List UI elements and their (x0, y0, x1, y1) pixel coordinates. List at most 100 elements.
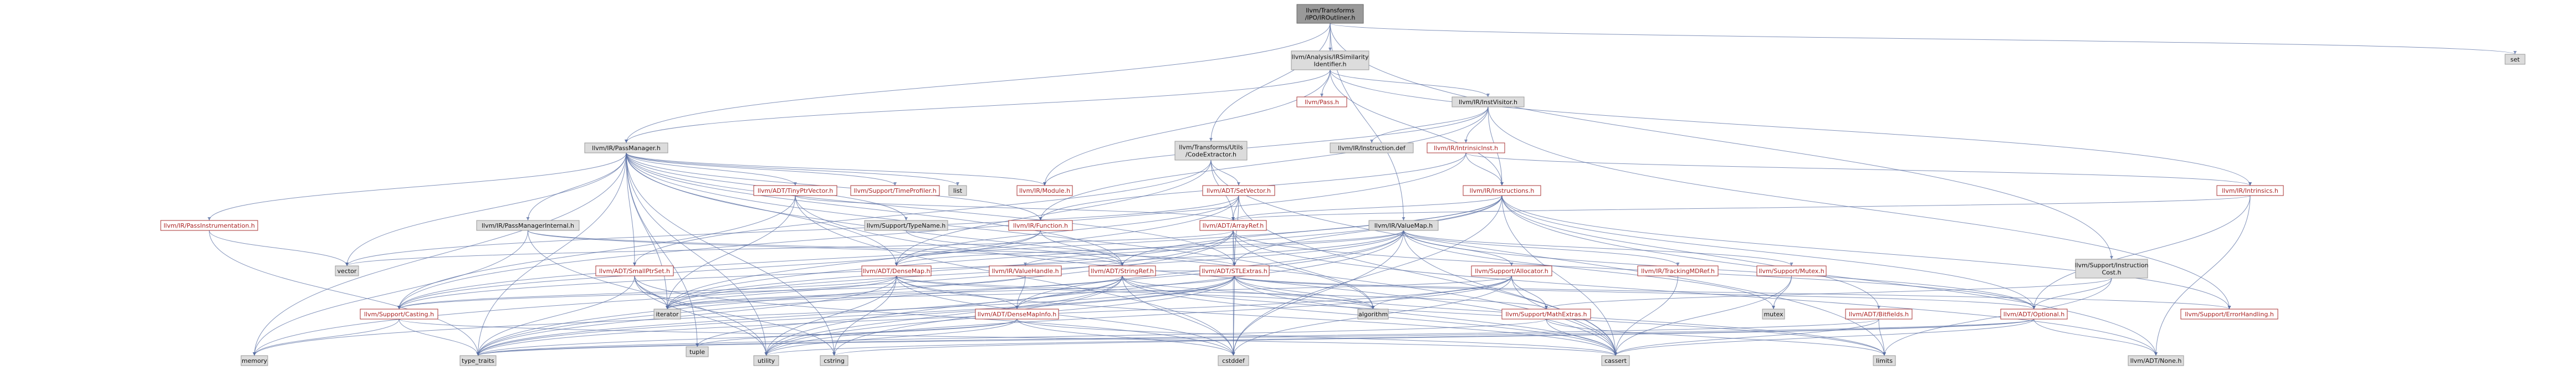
node-trackingmdref[interactable]: llvm/IR/TrackingMDRef.h (1637, 265, 1719, 276)
node-label: cstring (824, 357, 845, 364)
edge-instructions-to-arrayref (1233, 195, 1502, 221)
node-intrinsicinst[interactable]: llvm/IR/IntrinsicInst.h (1427, 142, 1505, 153)
node-label: llvm/Support/ErrorHandling.h (2185, 311, 2274, 318)
edge-mathextras-to-type_traits (478, 319, 1547, 356)
edge-passinstrumentation-to-vector (209, 230, 347, 266)
node-mathextras[interactable]: llvm/Support/MathExtras.h (1501, 309, 1591, 320)
edge-root-to-instructioncost (1330, 23, 2112, 260)
edge-stlextras-to-cstddef (1233, 275, 1235, 356)
edge-bitfields-to-cassert (1615, 319, 1879, 356)
node-box (1427, 142, 1505, 153)
node-errorhandling[interactable]: llvm/Support/ErrorHandling.h (2180, 309, 2278, 320)
node-intrinsics[interactable]: llvm/IR/Intrinsics.h (2216, 185, 2284, 196)
arrowhead-ir_sim-to-passmanager (625, 140, 628, 143)
node-smallptrset[interactable]: llvm/ADT/SmallPtrSet.h (595, 265, 674, 276)
arrowhead-optional-to-utility (764, 352, 768, 356)
node-box (1471, 265, 1552, 276)
edge-passmanager-to-iterator (626, 152, 668, 310)
edge-densemap-to-type_traits (478, 275, 897, 356)
node-densemap[interactable]: llvm/ADT/DenseMap.h (861, 265, 932, 276)
node-label: tuple (689, 348, 705, 356)
node-bitfields[interactable]: llvm/ADT/Bitfields.h (1845, 309, 1913, 320)
edge-densemapinfo-to-type_traits (478, 319, 1018, 356)
edge-stlextras-to-errorhandling (1234, 275, 2230, 310)
edge-mathextras-to-cassert (1546, 319, 1616, 356)
edge-typename-to-stringref (906, 230, 1123, 266)
node-type-traits: type_traits (459, 355, 497, 366)
edge-intrinsics-to-arrayref (1233, 195, 2251, 221)
edge-ir_sim-to-passmanager (626, 69, 1331, 143)
node-box (753, 185, 837, 196)
node-label: llvm/IR/Instructions.h (1470, 187, 1535, 194)
node-densemapinfo[interactable]: llvm/ADT/DenseMapInfo.h (975, 309, 1059, 320)
edge-stlextras-to-iterator (667, 275, 1235, 310)
edge-optional-to-utility (766, 319, 2035, 356)
arrowhead-allocator-to-iterator (666, 306, 669, 309)
arrowhead-codeextractor-to-setvector (1237, 182, 1240, 186)
node-box (864, 220, 948, 231)
node-allocator[interactable]: llvm/Support/Allocator.h (1471, 265, 1552, 276)
node-label: set (2511, 56, 2520, 63)
edge-valuemap-to-utility (766, 230, 1404, 356)
edge-passmanager-to-stlextras (626, 152, 1235, 266)
node-typename: llvm/Support/TypeName.h (864, 220, 948, 231)
node-instructions[interactable]: llvm/IR/Instructions.h (1463, 185, 1541, 196)
edge-layer (207, 23, 2517, 356)
node-box (1501, 309, 1591, 320)
edge-passinstrumentation-to-type_traits (209, 230, 478, 356)
node-label: llvm/ADT/StringRef.h (1091, 268, 1154, 275)
node-tinyptrvector[interactable]: llvm/ADT/TinyPtrVector.h (753, 185, 837, 196)
node-label: llvm/Support/MathExtras.h (1506, 311, 1587, 318)
edge-valuemap-to-mutex (1403, 230, 1774, 310)
edge-arrayref-to-vector (346, 230, 1234, 266)
node-label: llvm/IR/PassManagerInternal.h (482, 222, 574, 229)
node-optional[interactable]: llvm/ADT/Optional.h (2000, 309, 2068, 320)
node-label: llvm/IR/ValueMap.h (1374, 222, 1433, 229)
edge-instructions-to-none (1501, 195, 2156, 356)
edge-instvisitor-to-intrinsicinst (1465, 106, 1489, 143)
node-label: type_traits (462, 357, 494, 364)
edge-passmanager-to-module (626, 152, 1045, 186)
edge-densemapinfo-to-utility (766, 319, 1018, 356)
node-casting[interactable]: llvm/Support/Casting.h (360, 309, 438, 320)
edge-arrayref-to-algorithm (1233, 230, 1373, 310)
node-setvector[interactable]: llvm/ADT/SetVector.h (1202, 185, 1275, 196)
edge-passmanagerinternal-to-memory (254, 230, 528, 356)
node-label: llvm/ADT/SetVector.h (1207, 187, 1271, 194)
node-function-h[interactable]: llvm/IR/Function.h (1008, 220, 1073, 231)
node-box (2216, 185, 2284, 196)
node-passinstrumentation[interactable]: llvm/IR/PassInstrumentation.h (160, 220, 258, 231)
node-label: mutex (1764, 311, 1783, 318)
node-label: limits (1876, 357, 1893, 364)
node-label: cstddef (1222, 357, 1245, 364)
node-pass-h[interactable]: llvm/Pass.h (1296, 96, 1347, 107)
node-timeprofiler[interactable]: llvm/Support/TimeProfiler.h (850, 185, 940, 196)
edge-passmanager-to-smallptrset (626, 152, 635, 266)
arrowhead-optional-to-cassert (1614, 352, 1617, 356)
edge-passmanagerinternal-to-stringref (528, 230, 1123, 266)
node-box (1202, 185, 1275, 196)
node-stlextras[interactable]: llvm/ADT/STLExtras.h (1199, 265, 1270, 276)
node-box (1637, 265, 1719, 276)
arrowhead-passmanager-to-passinstrumentation (207, 217, 211, 220)
node-valuehandle[interactable]: llvm/IR/ValueHandle.h (989, 265, 1062, 276)
edge-stringref-to-type_traits (478, 275, 1123, 356)
edge-densemapinfo-to-cassert (1016, 319, 1616, 356)
node-label: llvm/ADT/TinyPtrVector.h (758, 187, 833, 194)
arrowhead-mutex_h-to-mutex (1772, 306, 1775, 309)
node-arrayref[interactable]: llvm/ADT/ArrayRef.h (1199, 220, 1267, 231)
edge-passmanager-to-passinstrumentation (209, 152, 627, 221)
node-list: list (948, 185, 967, 196)
node-stringref[interactable]: llvm/ADT/StringRef.h (1088, 265, 1156, 276)
node-module[interactable]: llvm/IR/Module.h (1016, 185, 1073, 196)
edge-root-to-codeextractor (1210, 23, 1331, 142)
node-box (1601, 355, 1630, 366)
edge-setvector-to-vector (346, 195, 1239, 266)
node-mutex-h[interactable]: llvm/Support/Mutex.h (1756, 265, 1827, 276)
edge-arrayref-to-optional (1233, 230, 2035, 310)
node-box (2180, 309, 2278, 320)
node-box (2128, 355, 2184, 366)
node-box (686, 346, 709, 357)
